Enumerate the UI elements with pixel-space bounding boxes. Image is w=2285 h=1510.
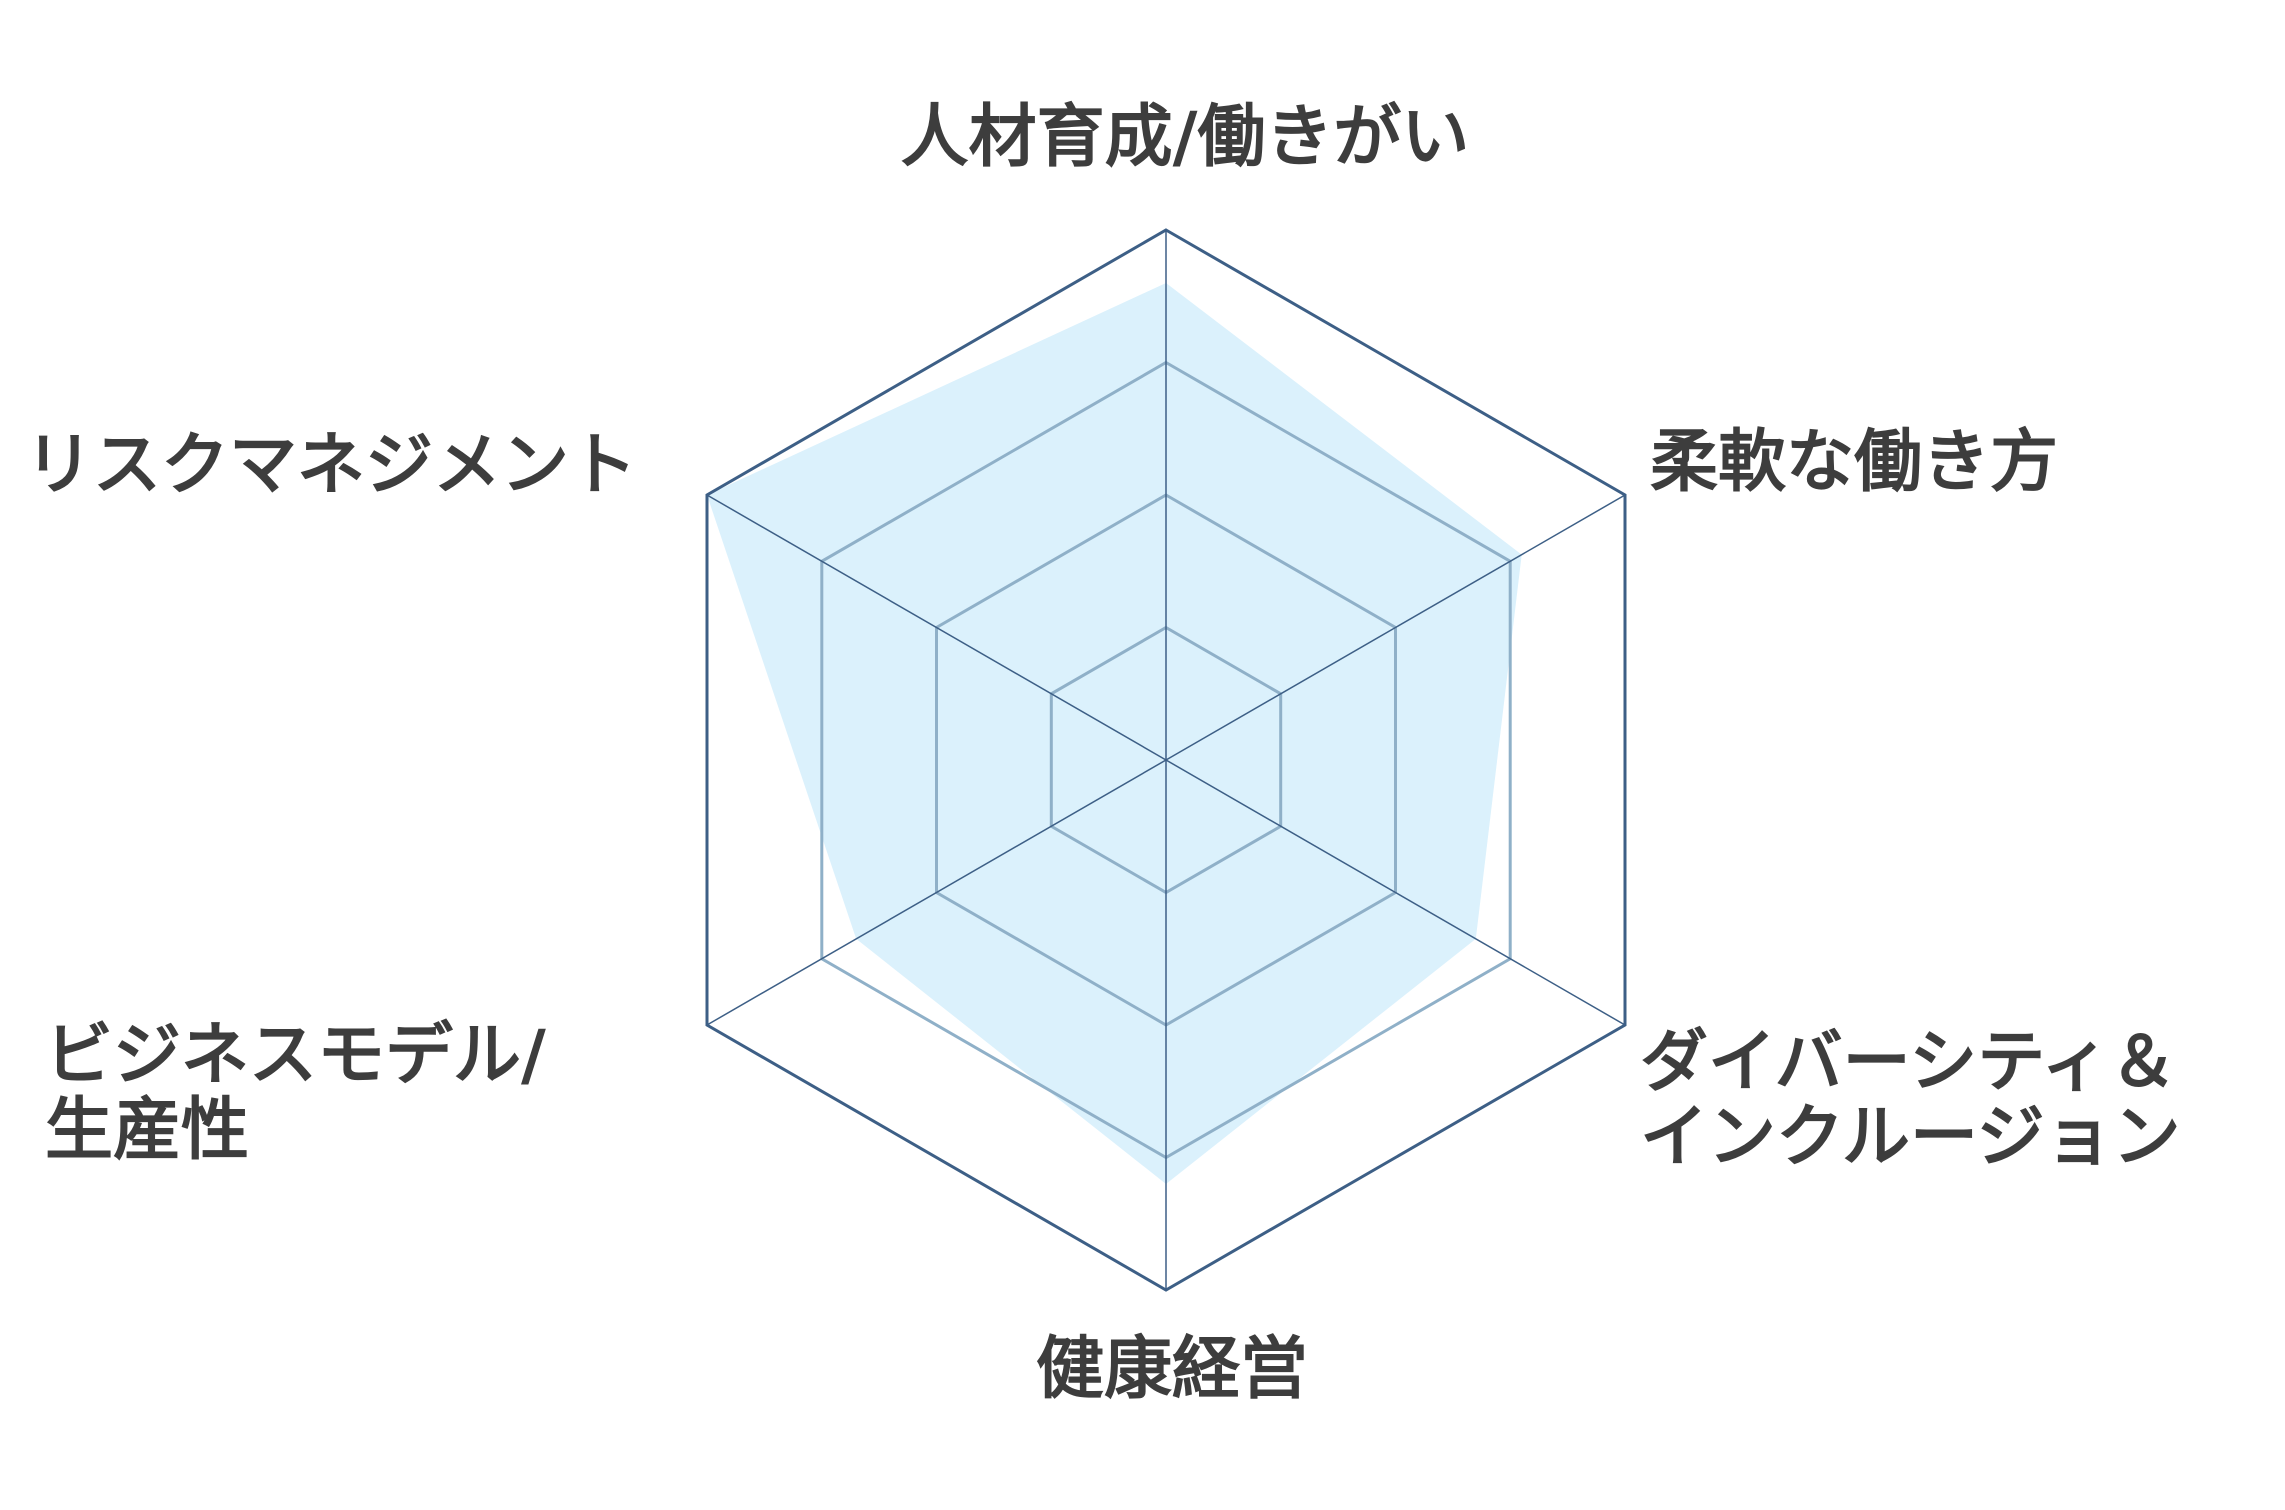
axis-label-growth: 人材育成/働きがい: [901, 98, 1470, 177]
axis-spoke-1: [1165, 494, 1626, 761]
series-area-0: [707, 283, 1522, 1184]
series-area-layer: [707, 283, 1522, 1184]
axis-label-flexible-work: 柔軟な働き方: [1650, 423, 2058, 502]
spoke-layer: [706, 230, 1626, 1290]
axis-label-business-model-line1: ビジネスモデル/: [45, 1016, 546, 1095]
axis-label-risk-management: リスクマネジメント: [25, 426, 637, 505]
axis-spoke-5: [706, 494, 1167, 761]
axis-label-business-model-line2: 生産性: [45, 1091, 249, 1170]
axis-label-health: 健康経営: [1036, 1330, 1308, 1409]
axis-label-layer: 人材育成/働きがい 柔軟な働き方 ダイバーシティ＆ インクルージョン 健康経営 …: [25, 98, 2181, 1409]
axis-spoke-4: [706, 759, 1167, 1026]
axis-spoke-2: [1165, 759, 1626, 1026]
axis-label-diversity-line1: ダイバーシティ＆: [1640, 1023, 2177, 1102]
axis-label-diversity-line2: インクルージョン: [1640, 1098, 2181, 1177]
